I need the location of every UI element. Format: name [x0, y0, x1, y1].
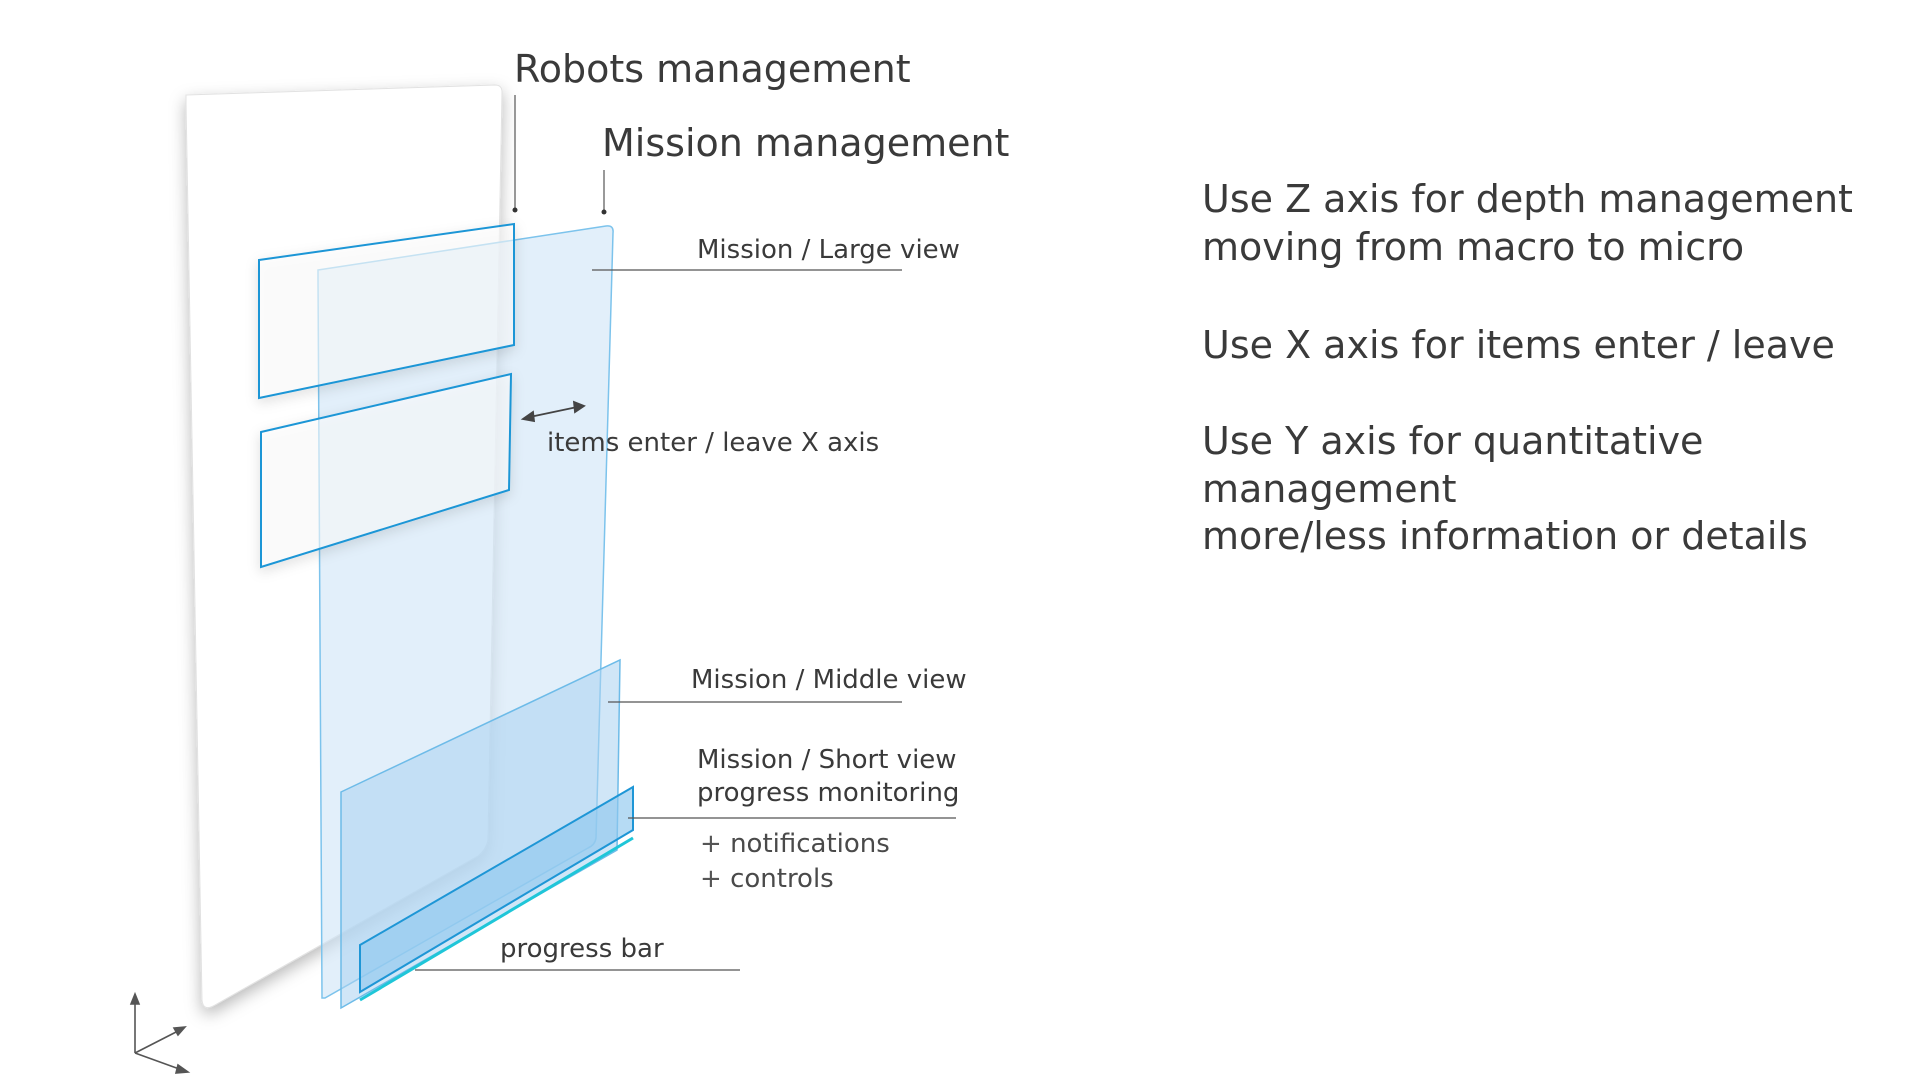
controls-item: + controls — [700, 864, 834, 895]
notifications-label: notifications — [730, 829, 890, 859]
progress-monitoring-label: progress monitoring — [697, 778, 960, 808]
y-axis-note: Use Y axis for quantitative management m… — [1202, 418, 1808, 561]
x-axis-double-arrow — [520, 400, 586, 423]
progress-bar-line — [359, 836, 634, 1002]
robot-item-panel-1 — [258, 222, 515, 400]
robots-management-pointer-dot — [512, 207, 518, 213]
robots-management-label: Robots management — [514, 47, 911, 91]
mission-large-view-label: Mission / Large view — [697, 235, 960, 265]
mission-management-label: Mission management — [602, 121, 1010, 165]
y-axis-note-line-2: management — [1202, 466, 1457, 511]
mission-short-view-label: Mission / Short view — [697, 745, 957, 775]
x-axis-note-line-1: Use X axis for items enter / leave — [1202, 323, 1835, 367]
mission-management-pointer-dot — [601, 209, 607, 215]
mission-short-view-layer — [359, 785, 634, 994]
notifications-item: + notifications — [700, 829, 890, 860]
z-axis-note-line-1: Use Z axis for depth management — [1202, 177, 1853, 221]
robot-item-panel-2 — [260, 372, 513, 569]
x-axis-note: Use X axis for items enter / leave — [1202, 322, 1835, 370]
progress-bar-label: progress bar — [500, 934, 664, 964]
plus-icon: + — [700, 829, 722, 859]
controls-label: controls — [730, 864, 834, 894]
plus-icon: + — [700, 864, 722, 894]
y-axis-note-line-1: Use Y axis for quantitative — [1202, 419, 1704, 463]
z-axis-note-line-2: moving from macro to micro — [1202, 224, 1745, 269]
items-enter-leave-label: items enter / leave X axis — [547, 428, 880, 458]
mission-middle-view-label: Mission / Middle view — [691, 665, 967, 695]
y-axis-note-line-3: more/less information or details — [1202, 514, 1808, 558]
z-axis-note: Use Z axis for depth management moving f… — [1202, 176, 1853, 271]
axes-gizmo — [129, 991, 191, 1074]
